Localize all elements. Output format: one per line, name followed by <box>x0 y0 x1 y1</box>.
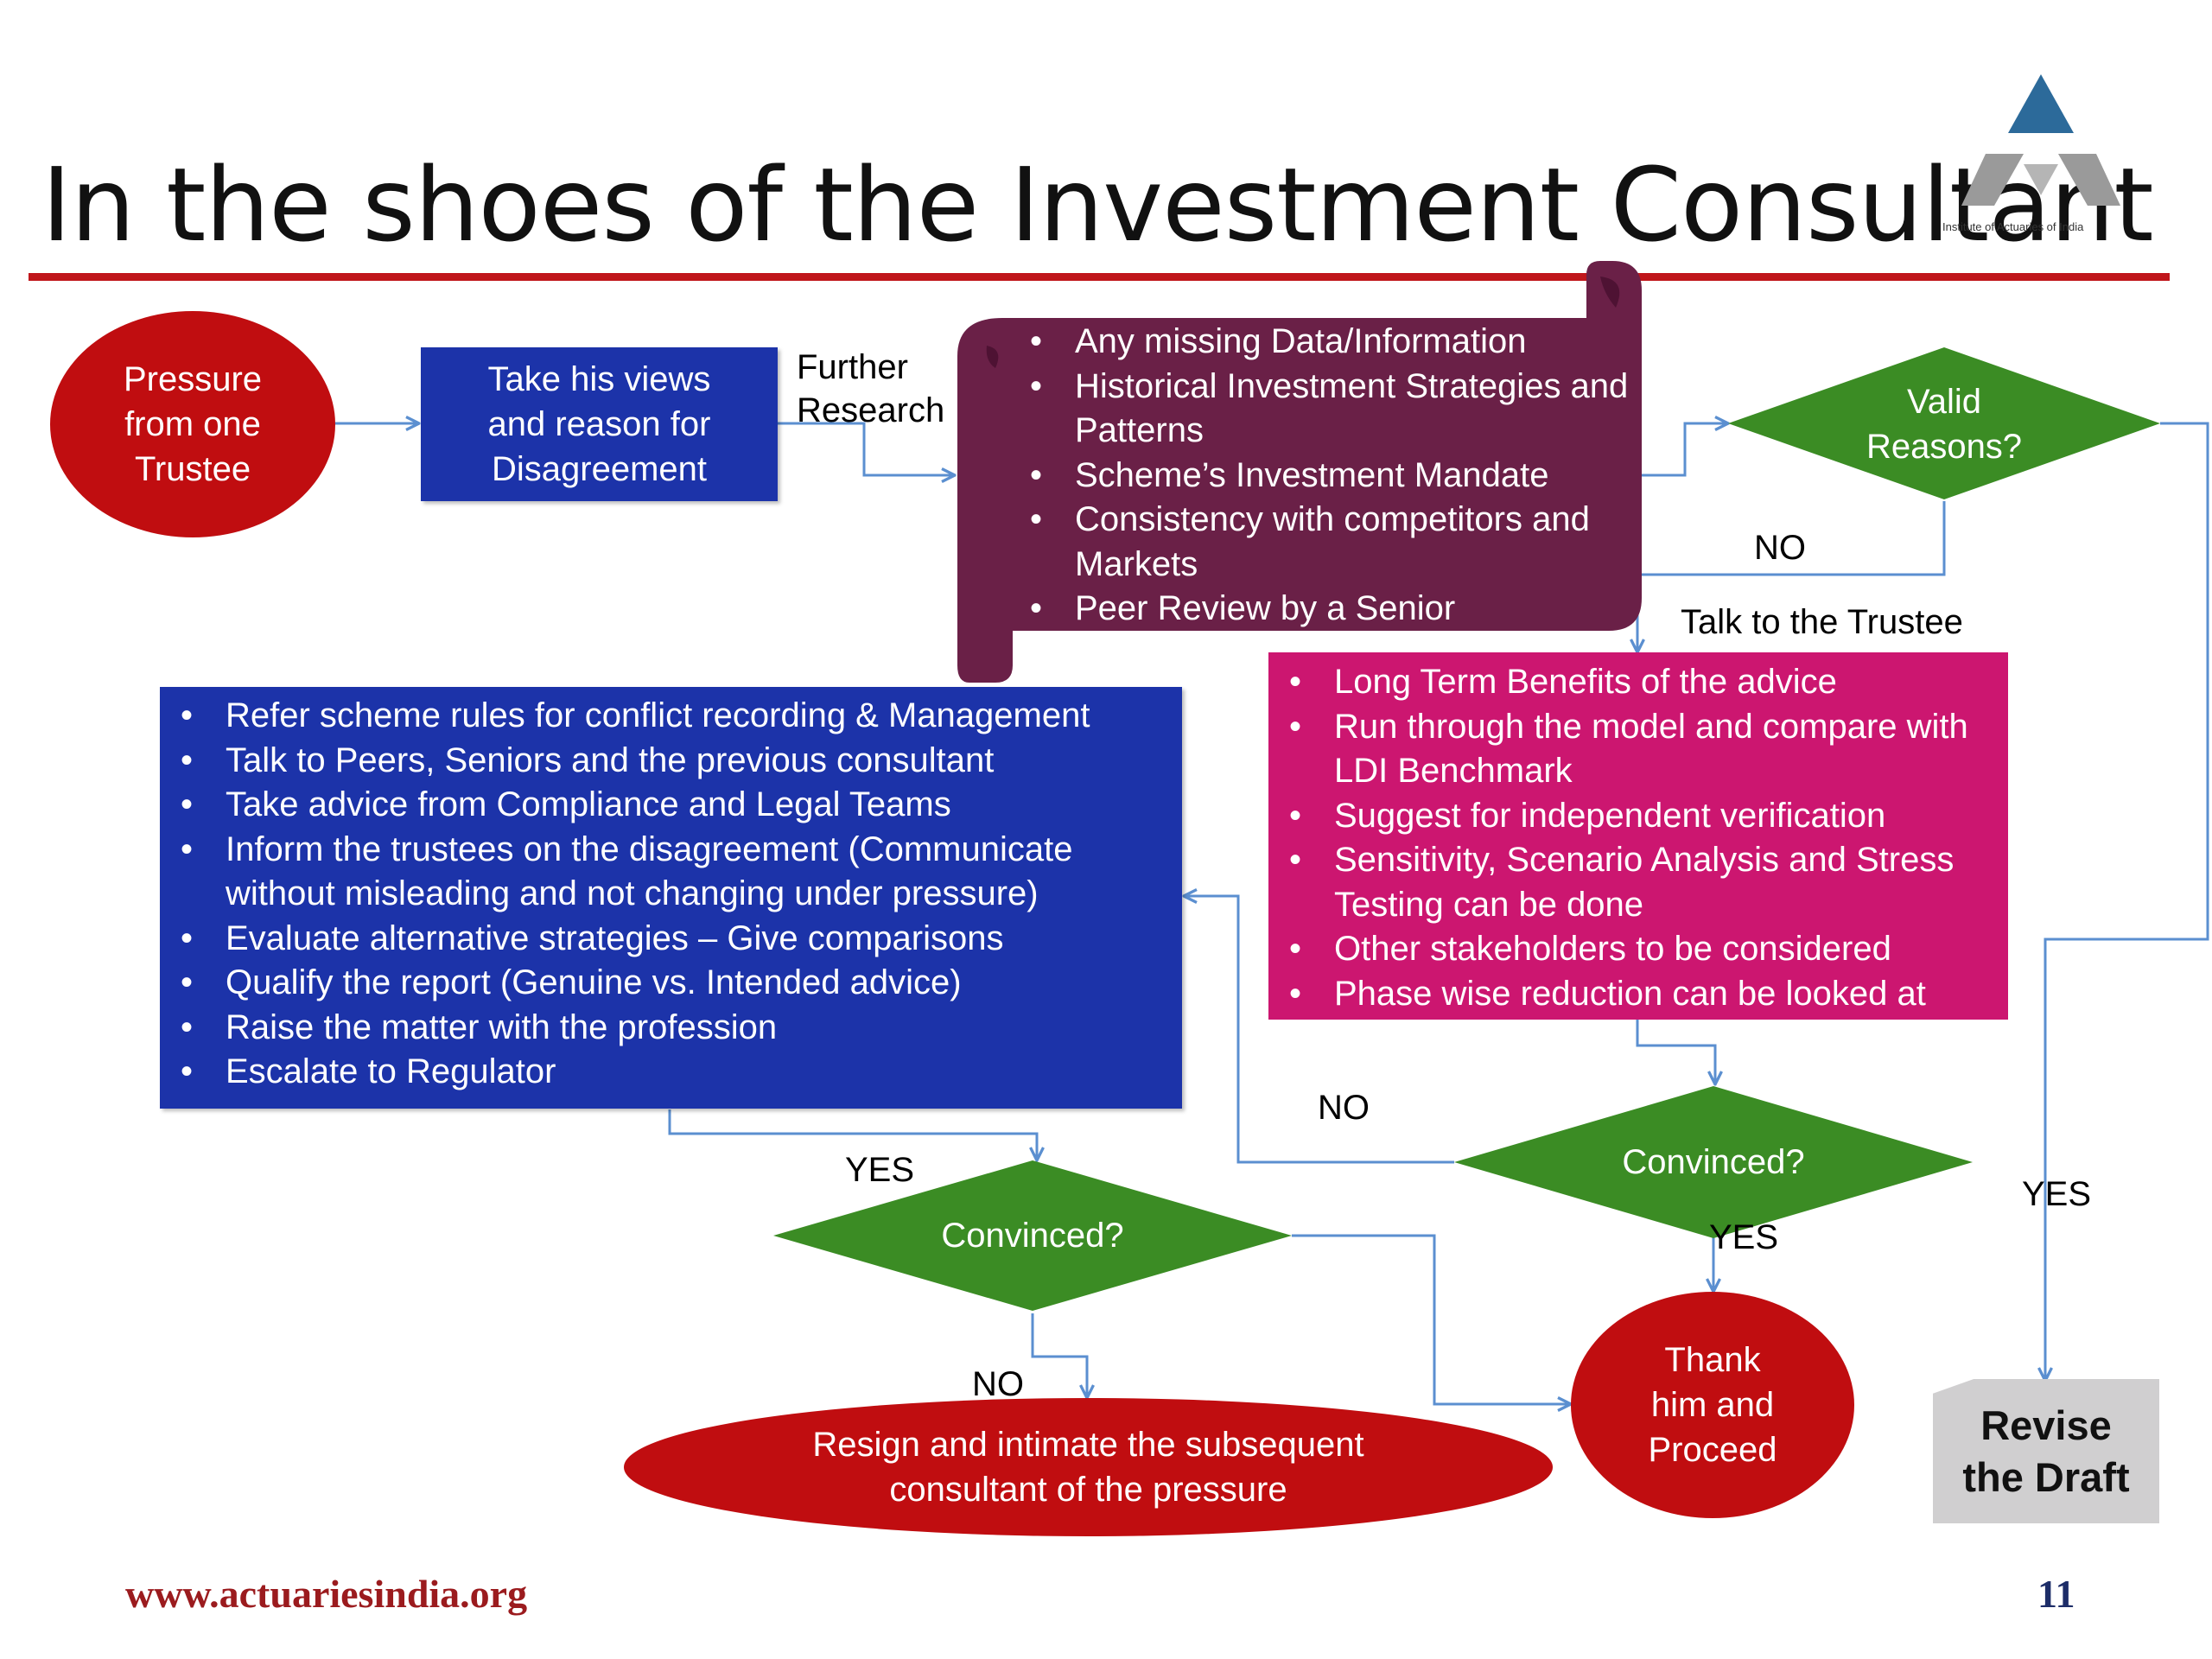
escalation-item: Escalate to Regulator <box>160 1050 1156 1095</box>
valid-reasons-diamond <box>1728 347 2160 499</box>
convinced-right-diamond <box>1454 1086 1973 1238</box>
valid-reasons-text: Valid Reasons? <box>1771 377 2117 472</box>
no-convinced-right-label: NO <box>1318 1089 1370 1127</box>
institute-logo-icon <box>1961 74 2120 206</box>
thank-line2: him and <box>1650 1386 1775 1424</box>
resign-line1: Resign and intimate the subsequent <box>812 1426 1364 1464</box>
research-item: Any missing Data/Information <box>1009 320 1631 365</box>
talk-trustee-label: Talk to the Trustee <box>1681 603 1963 641</box>
escalation-item: Qualify the report (Genuine vs. Intended… <box>160 961 1156 1006</box>
trustee-item: Phase wise reduction can be looked at <box>1268 972 2008 1017</box>
trustee-item: Other stakeholders to be considered <box>1268 927 2008 972</box>
trustee-item: Run through the model and compare with L… <box>1268 705 2008 794</box>
no-convinced-left-label: NO <box>972 1365 1024 1403</box>
yes-convinced-right-label: YES <box>1709 1218 1779 1256</box>
revise-line2: the Draft <box>1962 1453 2130 1500</box>
research-item: Peer Review by a Senior <box>1009 587 1631 632</box>
research-label: Research <box>797 391 945 429</box>
page-title: In the shoes of the Investment Consultan… <box>41 145 2154 264</box>
resign-line2: consultant of the pressure <box>889 1471 1287 1509</box>
resign-node: Resign and intimate the subsequent consu… <box>624 1398 1553 1536</box>
pressure-line3: Trustee <box>134 450 251 488</box>
valid-line2: Reasons? <box>1866 428 2023 466</box>
yes-convinced-left-label: YES <box>845 1151 915 1189</box>
escalation-item: Inform the trustees on the disagreement … <box>160 828 1156 917</box>
research-item: Consistency with competitors and Markets <box>1009 498 1631 587</box>
take-views-node: Take his views and reason for Disagreeme… <box>421 347 778 501</box>
escalation-box: Refer scheme rules for conflict recordin… <box>160 687 1182 1109</box>
escalation-item: Take advice from Compliance and Legal Te… <box>160 783 1156 828</box>
trustee-box: Long Term Benefits of the advice Run thr… <box>1268 652 2008 1020</box>
pressure-node: Pressure from one Trustee <box>50 311 335 537</box>
valid-line1: Valid <box>1907 383 1981 421</box>
research-list-container: Any missing Data/Information Historical … <box>1009 320 1631 632</box>
further-label: Further <box>797 348 908 386</box>
no-valid-label: NO <box>1754 529 1806 567</box>
thank-node: Thank him and Proceed <box>1571 1292 1854 1518</box>
trustee-item: Suggest for independent verification <box>1268 794 2008 839</box>
trustee-item: Sensitivity, Scenario Analysis and Stres… <box>1268 838 2008 927</box>
revise-line1: Revise <box>1980 1402 2112 1448</box>
title-rule <box>29 273 2170 281</box>
trustee-item: Long Term Benefits of the advice <box>1268 660 2008 705</box>
pressure-line2: from one <box>124 405 261 443</box>
escalation-item: Refer scheme rules for conflict recordin… <box>160 694 1156 739</box>
research-item: Historical Investment Strategies and Pat… <box>1009 365 1631 454</box>
escalation-item: Evaluate alternative strategies – Give c… <box>160 917 1156 962</box>
thank-line3: Proceed <box>1648 1431 1777 1469</box>
convinced-right-text: Convinced? <box>1622 1143 1805 1181</box>
convinced-left-text: Convinced? <box>941 1217 1124 1255</box>
take-views-line3: Disagreement <box>491 450 707 488</box>
yes-valid-label: YES <box>2022 1175 2092 1213</box>
pressure-line1: Pressure <box>123 360 263 398</box>
escalation-item: Raise the matter with the profession <box>160 1006 1156 1051</box>
further-research-label: Further Research <box>797 346 944 432</box>
take-views-line2: and reason for <box>487 405 711 443</box>
revise-draft-node: Revise the Draft <box>1933 1379 2159 1523</box>
thank-line1: Thank <box>1664 1341 1761 1379</box>
take-views-line1: Take his views <box>487 360 711 398</box>
footer-url[interactable]: www.actuariesindia.org <box>125 1572 528 1616</box>
convinced-left-diamond <box>773 1160 1292 1311</box>
page-number: 11 <box>2037 1572 2075 1616</box>
logo-caption: Institute of Actuaries of India <box>1942 220 2084 233</box>
escalation-item: Talk to Peers, Seniors and the previous … <box>160 739 1156 784</box>
research-item: Scheme’s Investment Mandate <box>1009 454 1631 499</box>
